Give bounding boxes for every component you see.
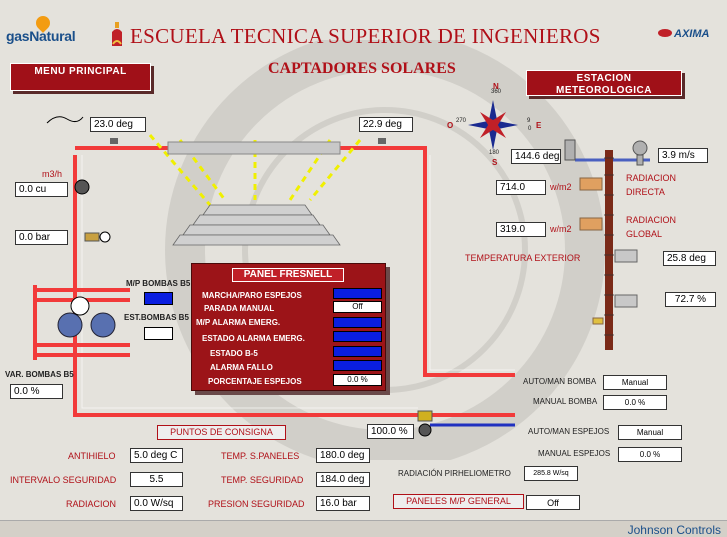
axima-logo: AXIMA: [658, 28, 709, 40]
manual-pump-label: MANUAL BOMBA: [533, 397, 598, 406]
panel-row-label: ALARMA FALLO: [210, 363, 273, 372]
pump-mp-toggle[interactable]: [144, 292, 173, 305]
status-footer: Johnson Controls: [0, 520, 727, 537]
rad-direct-unit: w/m2: [550, 182, 572, 192]
flow-value: 0.0 cu: [15, 182, 68, 197]
compass-e: E: [536, 121, 542, 130]
estado-b5-indicator: [333, 346, 382, 357]
radiacion-setpoint-value[interactable]: 0.0 W/sq: [130, 496, 183, 511]
compass-360: 360: [491, 89, 502, 95]
gas-natural-logo: gasNatural: [6, 13, 76, 44]
compass-270: 270: [456, 118, 467, 124]
pump-mp-label: M/P BOMBAS B5: [126, 279, 191, 288]
antihielo-value[interactable]: 5.0 deg C: [130, 448, 183, 463]
manual-mirror-label: MANUAL ESPEJOS: [538, 449, 611, 458]
humidity-value: 72.7 %: [665, 292, 716, 307]
temp-left-value: 23.0 deg: [90, 117, 146, 132]
alarma-emerg-toggle[interactable]: [333, 317, 382, 328]
compass-90: 9: [527, 118, 531, 124]
pressure-value: 0.0 bar: [15, 230, 68, 245]
manual-pump-value[interactable]: 0.0 %: [603, 395, 667, 410]
panel-row-label: PORCENTAJE ESPEJOS: [208, 377, 302, 386]
intervalo-seguridad-value[interactable]: 5.5: [130, 472, 183, 487]
setpoint-label: TEMP. S.PANELES: [221, 451, 300, 461]
compass-o: O: [447, 121, 454, 130]
auto-pump-value[interactable]: Manual: [603, 375, 667, 390]
temp-ext-label: TEMPERATURA EXTERIOR: [465, 253, 581, 263]
setpoint-label: INTERVALO SEGURIDAD: [10, 475, 117, 485]
pyrhelio-label: RADIACIÓN PIRHELIOMETRO: [398, 469, 511, 478]
temp-seguridad-value[interactable]: 184.0 deg: [316, 472, 370, 487]
puntos-consigna-button[interactable]: PUNTOS DE CONSIGNA: [157, 425, 286, 440]
pump-state-label: EST.BOMBAS B5: [124, 313, 189, 322]
rad-direct-label: RADIACION DIRECTA: [626, 173, 677, 197]
rad-direct-value: 714.0: [496, 180, 546, 195]
paneles-general-button[interactable]: PANELES M/P GENERAL: [393, 494, 524, 509]
alarma-fallo-indicator: [333, 360, 382, 371]
temp-right-value: 22.9 deg: [359, 117, 413, 132]
pyrhelio-value: 285.8 W/sq: [524, 466, 578, 481]
marcha-paro-toggle[interactable]: [333, 288, 382, 299]
presion-seguridad-value[interactable]: 16.0 bar: [316, 496, 370, 511]
pump-state-indicator: [144, 327, 173, 340]
var-pumps-label: VAR. BOMBAS B5: [5, 370, 74, 379]
compass-0: 0: [528, 126, 532, 132]
auto-mirror-label: AUTO/MAN ESPEJOS: [528, 427, 610, 436]
auto-mirror-value[interactable]: Manual: [618, 425, 682, 440]
rad-global-unit: w/m2: [550, 224, 572, 234]
page-title: ESCUELA TECNICA SUPERIOR DE INGENIEROS: [130, 24, 601, 48]
setpoint-label: RADIACION: [66, 499, 117, 509]
panel-fresnell-title: PANEL FRESNELL: [232, 268, 344, 282]
page-subtitle: CAPTADORES SOLARES: [268, 60, 456, 77]
estacion-meteorologica-button[interactable]: ESTACION METEOROLOGICA: [526, 70, 682, 96]
rad-global-value: 319.0: [496, 222, 546, 237]
johnson-controls-logo: Johnson Controls: [627, 523, 721, 537]
porcentaje-espejos-value[interactable]: 0.0 %: [333, 374, 382, 386]
panel-fresnell: PANEL FRESNELL MARCHA/PARO ESPEJOS PARAD…: [191, 263, 386, 391]
paneles-general-value[interactable]: Off: [526, 495, 580, 510]
auto-pump-label: AUTO/MAN BOMBA: [523, 377, 597, 386]
var-pumps-value[interactable]: 0.0 %: [10, 384, 63, 399]
temp-ext-value: 25.8 deg: [663, 251, 716, 266]
compass-180: 180: [489, 150, 500, 156]
setpoint-label: TEMP. SEGURIDAD: [221, 475, 304, 485]
flow-unit-label: m3/h: [42, 169, 63, 179]
setpoint-label: PRESION SEGURIDAD: [208, 499, 305, 509]
school-emblem-icon: [112, 22, 122, 46]
panel-row-label: PARADA MANUAL: [204, 304, 275, 313]
panel-row-label: ESTADO B-5: [210, 349, 258, 358]
panel-row-label: MARCHA/PARO ESPEJOS: [202, 291, 302, 300]
panel-row-label: M/P ALARMA EMERG.: [196, 318, 281, 327]
setpoint-label: ANTIHIELO: [68, 451, 116, 461]
wind-direction-value: 144.6 deg: [511, 149, 561, 164]
rad-global-label: RADIACION GLOBAL: [626, 215, 677, 239]
trend-icon: [46, 116, 84, 124]
parada-manual-value[interactable]: Off: [333, 301, 382, 313]
menu-principal-button[interactable]: MENU PRINCIPAL: [10, 63, 151, 91]
temp-spaneles-value[interactable]: 180.0 deg: [316, 448, 370, 463]
compass-n: N: [493, 82, 499, 91]
estado-alarma-indicator: [333, 331, 382, 342]
manual-mirror-value[interactable]: 0.0 %: [618, 447, 682, 462]
valve-value[interactable]: 100.0 %: [367, 424, 414, 439]
panel-row-label: ESTADO ALARMA EMERG.: [202, 334, 305, 343]
compass-s: S: [492, 158, 498, 167]
wind-speed-value: 3.9 m/s: [658, 148, 708, 163]
